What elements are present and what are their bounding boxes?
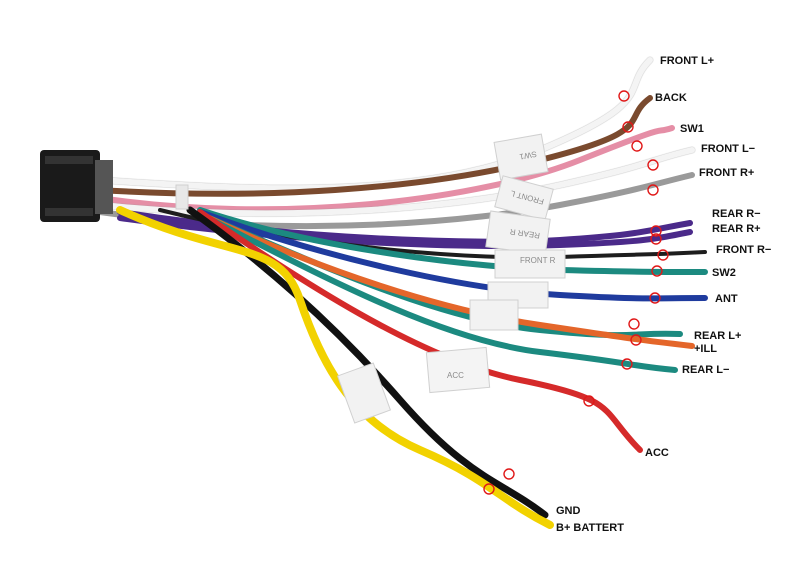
marker-front-r-minus [657, 249, 669, 261]
marker-ant [649, 292, 661, 304]
label-front-l-plus: FRONT L+ [660, 55, 714, 67]
svg-text:FRONT R: FRONT R [520, 256, 556, 265]
label-rear-l-minus: REAR L− [682, 364, 729, 376]
wire-back [97, 95, 653, 197]
label-back: BACK [655, 92, 687, 104]
wire-tags: SW1 FRONT L REAR R FRONT R ACC [336, 133, 566, 424]
label-ant: ANT [715, 293, 738, 305]
marker-back [622, 121, 634, 133]
wire-front-l-plus [97, 57, 653, 192]
label-rear-l-plus: REAR L+ [694, 330, 741, 342]
wire-labels: FRONT L+ BACK SW1 FRONT L− FRONT R+ REAR… [556, 55, 771, 534]
tag-plain-3 [336, 362, 392, 424]
marker-rear-r-plus [650, 233, 662, 245]
wire-sw1 [97, 125, 675, 213]
tag-acc: ACC [425, 346, 491, 394]
marker-sw1 [631, 140, 643, 152]
marker-front-r-plus [647, 184, 659, 196]
label-rear-r-minus: REAR R− [712, 208, 761, 220]
marker-front-l-plus [618, 90, 630, 102]
svg-text:ACC: ACC [447, 371, 464, 380]
svg-text:SW1: SW1 [518, 149, 537, 161]
marker-rear-l-plus [628, 318, 640, 330]
label-front-r-minus: FRONT R− [716, 244, 771, 256]
label-gnd: GND [556, 505, 581, 517]
svg-text:REAR R: REAR R [509, 227, 540, 240]
tag-plain-2 [469, 299, 519, 331]
marker-rear-l-minus [621, 358, 633, 370]
tag-rear-r: REAR R [485, 210, 551, 256]
wire-connector [40, 150, 189, 222]
tag-front-l: FRONT L [494, 175, 554, 221]
marker-b-battery [483, 483, 495, 495]
marker-front-l-minus [647, 159, 659, 171]
tag-front-r: FRONT R [494, 249, 566, 279]
label-ill: +ILL [694, 343, 717, 355]
wire-rear-l-minus [197, 211, 678, 373]
marker-ill [630, 334, 642, 346]
wire-end-markers [483, 90, 669, 495]
label-front-l-minus: FRONT L− [701, 143, 755, 155]
tag-sw1: SW1 [493, 133, 549, 181]
label-acc: ACC [645, 447, 669, 459]
label-sw2: SW2 [712, 267, 736, 279]
label-front-r-plus: FRONT R+ [699, 167, 754, 179]
label-sw1: SW1 [680, 123, 704, 135]
marker-sw2 [651, 265, 663, 277]
marker-gnd [503, 468, 515, 480]
marker-acc [583, 395, 595, 407]
label-b-battery: B+ BATTERT [556, 522, 624, 534]
wires [97, 57, 708, 529]
marker-rear-r-minus [650, 225, 662, 237]
label-rear-r-plus: REAR R+ [712, 223, 761, 235]
